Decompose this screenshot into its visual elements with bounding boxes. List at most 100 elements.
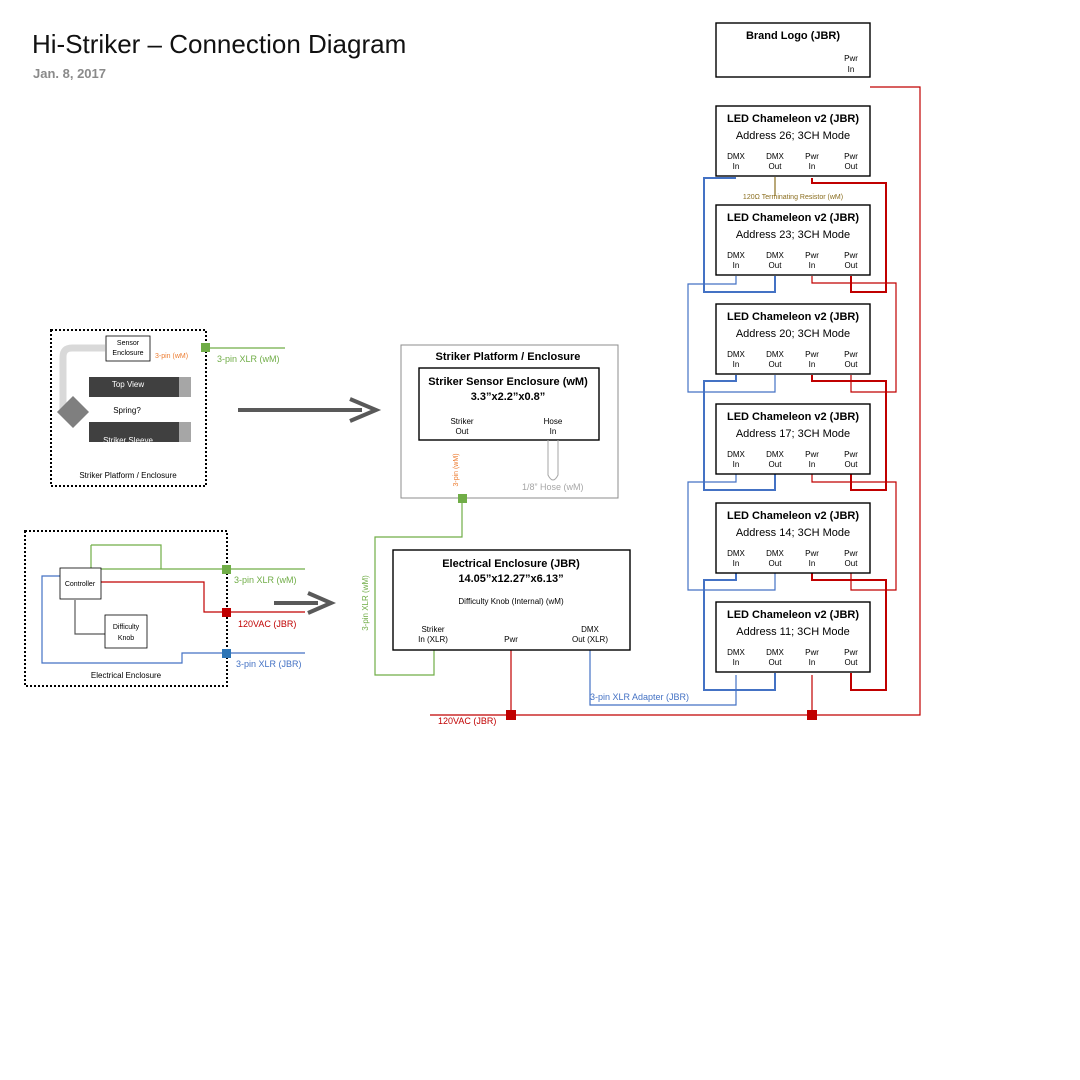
led-title: LED Chameleon v2 (JBR) <box>727 113 859 125</box>
led-port-label: Out <box>845 559 859 568</box>
led-port-label: Pwr <box>805 549 819 558</box>
port-striker-in: In (XLR) <box>418 635 448 644</box>
led-port-label: Pwr <box>805 152 819 161</box>
terminator-label: 120Ω Terminating Resistor (wM) <box>743 194 843 201</box>
arrow-icon <box>274 591 337 615</box>
led-port-label: DMX <box>727 450 745 459</box>
dmx-link-17-14 <box>687 474 776 591</box>
led-port-label: In <box>809 460 816 469</box>
led-port-label: Pwr <box>805 251 819 260</box>
legend-knob: Knob <box>118 635 134 642</box>
led-port-label: In <box>809 360 816 369</box>
led-port-label: DMX <box>766 350 784 359</box>
led-port-label: Out <box>845 360 859 369</box>
led-port-label: In <box>733 460 740 469</box>
brand-port-pwr-in: Pwr <box>844 54 858 63</box>
led-port-label: DMX <box>727 549 745 558</box>
led-port-label: In <box>809 162 816 171</box>
legend-xlr-blue: 3-pin XLR (JBR) <box>236 659 302 669</box>
pwr-link-23-26 <box>811 178 887 293</box>
port-dmx-out: Out (XLR) <box>572 635 608 644</box>
striker-platform: Striker Platform / Enclosure Striker Sen… <box>361 344 619 631</box>
led-port-label: Out <box>845 162 859 171</box>
led-port-label: Pwr <box>805 648 819 657</box>
power-bus <box>430 86 921 716</box>
sensor-enclosure-title: Striker Sensor Enclosure (wM) <box>428 376 588 388</box>
legend-platform: Sensor Enclosure 3-pin (wM) 3-pin XLR (w… <box>50 329 280 487</box>
brand-logo-title: Brand Logo (JBR) <box>746 30 840 42</box>
led-port-label: DMX <box>766 549 784 558</box>
led-port-label: Out <box>845 658 859 667</box>
pwr-link-20-23 <box>811 276 897 393</box>
brand-logo-box: Brand Logo (JBR) Pwr In <box>715 22 871 78</box>
led-port-label: Pwr <box>844 350 858 359</box>
legend-power: 120VAC (JBR) <box>238 619 296 629</box>
led-port-label: In <box>809 559 816 568</box>
led-port-label: DMX <box>766 450 784 459</box>
legend-electrical-caption: Electrical Enclosure <box>91 671 162 680</box>
pwr-link-17-20 <box>811 375 887 491</box>
brand-port-pwr-in: In <box>848 65 855 74</box>
led-port-label: Out <box>769 162 783 171</box>
led-chameleon-box: LED Chameleon v2 (JBR)Address 17; 3CH Mo… <box>715 403 871 475</box>
led-port-label: Out <box>769 360 783 369</box>
legend-green-wire <box>90 545 305 570</box>
led-port-label: Out <box>845 261 859 270</box>
led-chameleon-box: LED Chameleon v2 (JBR)Address 26; 3CH Mo… <box>715 105 871 177</box>
led-port-label: In <box>733 559 740 568</box>
electrical-enclosure: Electrical Enclosure (JBR) 14.05”x12.27”… <box>392 549 817 726</box>
led-title: LED Chameleon v2 (JBR) <box>727 212 859 224</box>
xlr-link-label: 3-pin XLR (wM) <box>361 575 370 631</box>
dmx-link-14-11 <box>703 573 776 691</box>
legend-green-top <box>91 544 162 569</box>
port-pwr: Pwr <box>504 635 518 644</box>
led-port-label: Out <box>769 559 783 568</box>
led-port-label: Pwr <box>805 450 819 459</box>
led-port-label: Pwr <box>844 648 858 657</box>
legend-blue-wire <box>41 575 305 664</box>
hose-label: 1/8” Hose (wM) <box>522 482 584 492</box>
led-port-label: In <box>733 658 740 667</box>
led-port-label: Out <box>845 460 859 469</box>
port-striker-in: Striker <box>421 625 444 634</box>
platform-title: Striker Platform / Enclosure <box>436 351 581 363</box>
led-port-label: In <box>809 261 816 270</box>
legend-xlr-label: 3-pin XLR (wM) <box>217 354 280 364</box>
legend-sleeve: Striker Sleeve <box>103 436 153 445</box>
electrical-title: Electrical Enclosure (JBR) <box>442 558 580 570</box>
dmx-link-23-20 <box>687 276 776 393</box>
port-hose-in: Hose <box>544 417 563 426</box>
led-port-label: DMX <box>727 251 745 260</box>
led-chameleon-box: LED Chameleon v2 (JBR) Address 20; 3CH Mo… <box>715 303 871 375</box>
led-address: Address 20; 3CH Mode <box>736 328 850 340</box>
pwr-link-11-14 <box>811 573 887 691</box>
led-address: Address 11; 3CH Mode <box>736 626 850 638</box>
led-port-label: Pwr <box>844 450 858 459</box>
led-port-label: In <box>733 162 740 171</box>
legend-top-view: Top View <box>112 380 145 389</box>
led-chameleon-box: LED Chameleon v2 (JBR)Address 23; 3CH Mo… <box>715 204 871 276</box>
dmx-adapter-label: 3-pin XLR Adapter (JBR) <box>590 692 689 702</box>
led-port-label: DMX <box>727 648 745 657</box>
dmx-link-20-17 <box>703 375 776 491</box>
legend-controller: Controller <box>65 581 96 588</box>
port-striker-out: Striker <box>450 417 473 426</box>
legend-sensor-label: Enclosure <box>112 350 143 357</box>
led-title: LED Chameleon v2 (JBR) <box>727 311 859 323</box>
led-title: LED Chameleon v2 (JBR) <box>727 609 859 621</box>
pwr-link-14-17 <box>811 474 897 591</box>
port-striker-out: Out <box>456 427 470 436</box>
arrow-icon <box>238 397 382 423</box>
legend-xlr-green: 3-pin XLR (wM) <box>234 575 297 585</box>
led-port-label: Out <box>769 460 783 469</box>
legend-red-wire <box>101 581 305 613</box>
led-port-label: DMX <box>727 152 745 161</box>
led-port-label: Out <box>769 658 783 667</box>
page-title: Hi-Striker – Connection Diagram <box>32 29 407 59</box>
legend-sensor-label: Sensor <box>117 340 140 347</box>
legend-knob: Difficulty <box>113 624 140 631</box>
page-date: Jan. 8, 2017 <box>33 66 106 81</box>
led-address: Address 17; 3CH Mode <box>736 428 850 440</box>
led-address: Address 14; 3CH Mode <box>736 527 850 539</box>
